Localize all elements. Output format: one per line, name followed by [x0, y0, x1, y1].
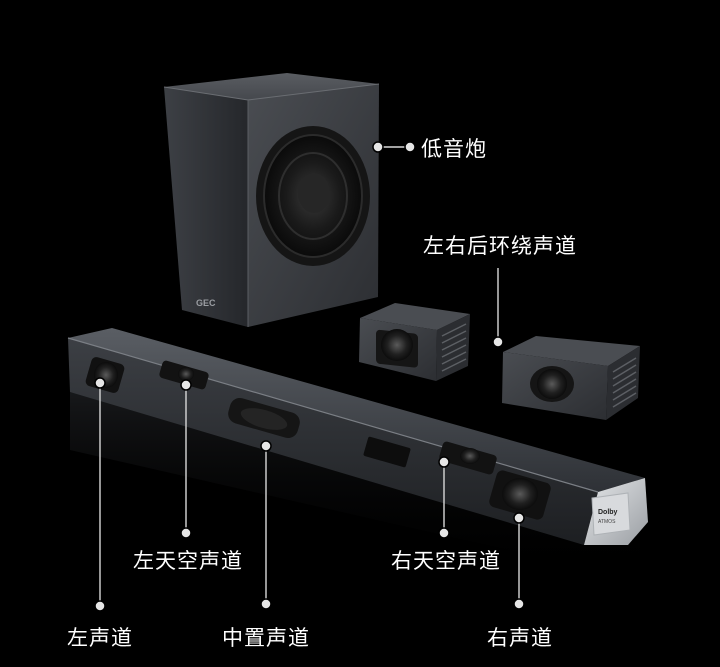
rear-surround-speaker-left	[359, 303, 470, 381]
label-rear-surround: 左右后环绕声道	[423, 234, 577, 258]
dolby-badge-sub: ATMOS	[598, 519, 616, 525]
dolby-badge-logo: Dolby	[598, 509, 618, 516]
subwoofer: GEC	[163, 73, 380, 327]
soundbar: Dolby ATMOS	[67, 328, 648, 580]
label-right: 右声道	[487, 626, 553, 650]
label-left-height: 左天空声道	[133, 549, 243, 573]
label-center: 中置声道	[222, 626, 310, 650]
label-left: 左声道	[67, 626, 133, 650]
rear-surround-speaker-right	[502, 336, 640, 420]
label-subwoofer: 低音炮	[421, 137, 487, 161]
label-right-height: 右天空声道	[391, 549, 501, 573]
subwoofer-logo: GEC	[196, 298, 216, 308]
